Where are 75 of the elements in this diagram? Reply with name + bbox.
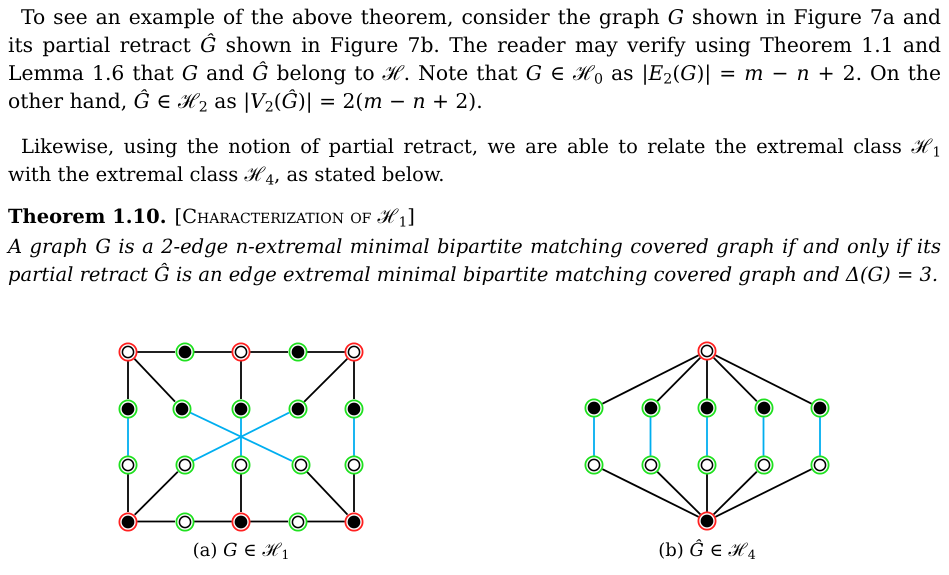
graph-edge [353,474,355,512]
graph-edge [250,520,288,522]
graph-vertex [231,512,251,532]
graph-vertex [231,398,251,418]
graph-edge [713,471,758,515]
figure-caption: (b) Ĝ ∈ ℋ$_{4}$ [657,538,757,564]
graph-vertex [810,398,830,418]
graph-edge [307,351,344,353]
paragraph: To see an example of the above theorem, consider the graph G shown in Figure 7a and its partial retract Ĝ shown in Figure 7b. The reader may verify using Theorem 1.1 and Lemma 1.6 that G and Ĝ belong to ℋ. Note that G ∈ ℋ$_{0}$ as |E$_{2}$(G)| = m − n + 2. On the other hand, Ĝ ∈ ℋ$_{2}$ as |V$_{2}$(Ĝ)| = 2(m − n + 2). [8,4,941,115]
graph-edge [706,474,708,512]
graph-vertex [118,512,138,532]
graph-edge [762,418,764,456]
graph-vertex [584,398,604,418]
graph-vertex [344,398,364,418]
graph-vertex [288,398,308,418]
graph-edge [306,471,348,516]
graph-vertex [172,398,192,418]
graph-edge [240,362,242,399]
graph-edge [240,474,242,512]
graph-vertex [697,455,717,475]
figure-caption: (a) G ∈ ℋ$_{1}$ [192,539,290,564]
graph-vertex [697,398,717,418]
graph-edge [127,474,129,512]
graph-vertex [640,455,660,475]
graph-edge [307,520,344,522]
graph-vertex [174,342,194,362]
graph-vertex [174,512,194,532]
graph-edge [127,362,129,399]
graph-edge [353,418,355,456]
graph-edge [593,418,595,456]
graph-vertex [290,455,310,475]
theorem-heading: Theorem 1.10. [8,204,166,230]
graph-edge [650,418,652,456]
paragraph: Likewise, using the notion of partial retract, we are able to relate the extremal class ℋ$_{1}$ with the extremal class ℋ$_{4}$, as stated below. [8,134,941,189]
graph-vertex [344,512,364,532]
graph-edge [304,358,348,402]
graph-edge [127,418,129,456]
graph-vertex [118,342,138,362]
graph-edge [134,358,176,402]
graph-edge [194,520,232,522]
graph-edge [602,468,699,518]
graph-vertex [344,342,364,362]
graph-edge [706,418,708,456]
graph-edge [240,418,242,456]
graph-vertex [754,398,774,418]
graph-vertex [288,342,308,362]
graph-vertex [118,455,138,475]
graph-edge [194,351,232,353]
graph-vertex [810,455,830,475]
graph-vertex [697,341,717,361]
graph-edge [706,360,708,398]
graph-vertex [118,398,138,418]
graph-edge [819,418,821,456]
graph-vertex [174,455,194,475]
graph-edge [656,471,701,515]
graph-vertex [231,455,251,475]
graph-vertex [584,455,604,475]
graph-vertex [344,455,364,475]
graph-edge [713,357,758,402]
graph-vertex [288,512,308,532]
graph-vertex [697,511,717,531]
graph-vertex [231,342,251,362]
graph-vertex [754,455,774,475]
graph-edge [138,351,175,353]
graph-edge [715,354,812,404]
graph-edge [134,471,178,516]
graph-edge [250,351,288,353]
graph-edge [602,354,699,404]
graph-edge [353,362,355,399]
graph-edge [656,357,701,402]
theorem-name: [Characterization of ℋ$_{1}$] [174,204,415,231]
graph-edge [715,468,812,518]
graph-vertex [640,398,660,418]
theorem-statement: A graph G is a 2-edge n-extremal minimal bipartite matching covered graph if and only if its partial retract Ĝ is an edge extremal minimal bipartite matching covered graph and Δ(G) = 3. [8,234,941,288]
graph-edge [138,520,175,522]
